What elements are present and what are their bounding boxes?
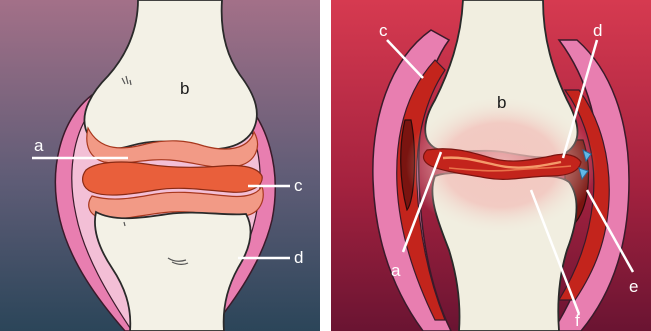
label-b: b — [497, 93, 506, 112]
label-c: c — [294, 176, 303, 195]
label-a: a — [34, 136, 44, 155]
label-f: f — [575, 311, 580, 330]
label-d: d — [593, 21, 602, 40]
arthritic-joint-diagram: c b d a e f — [331, 0, 651, 331]
label-a: a — [391, 261, 401, 280]
label-b: b — [180, 79, 189, 98]
label-c: c — [379, 21, 388, 40]
arthritic-joint-panel: c b d a e f — [331, 0, 651, 331]
healthy-joint-diagram: a b c d — [0, 0, 320, 331]
label-e: e — [629, 277, 638, 296]
label-d: d — [294, 248, 303, 267]
healthy-joint-panel: a b c d — [0, 0, 320, 331]
